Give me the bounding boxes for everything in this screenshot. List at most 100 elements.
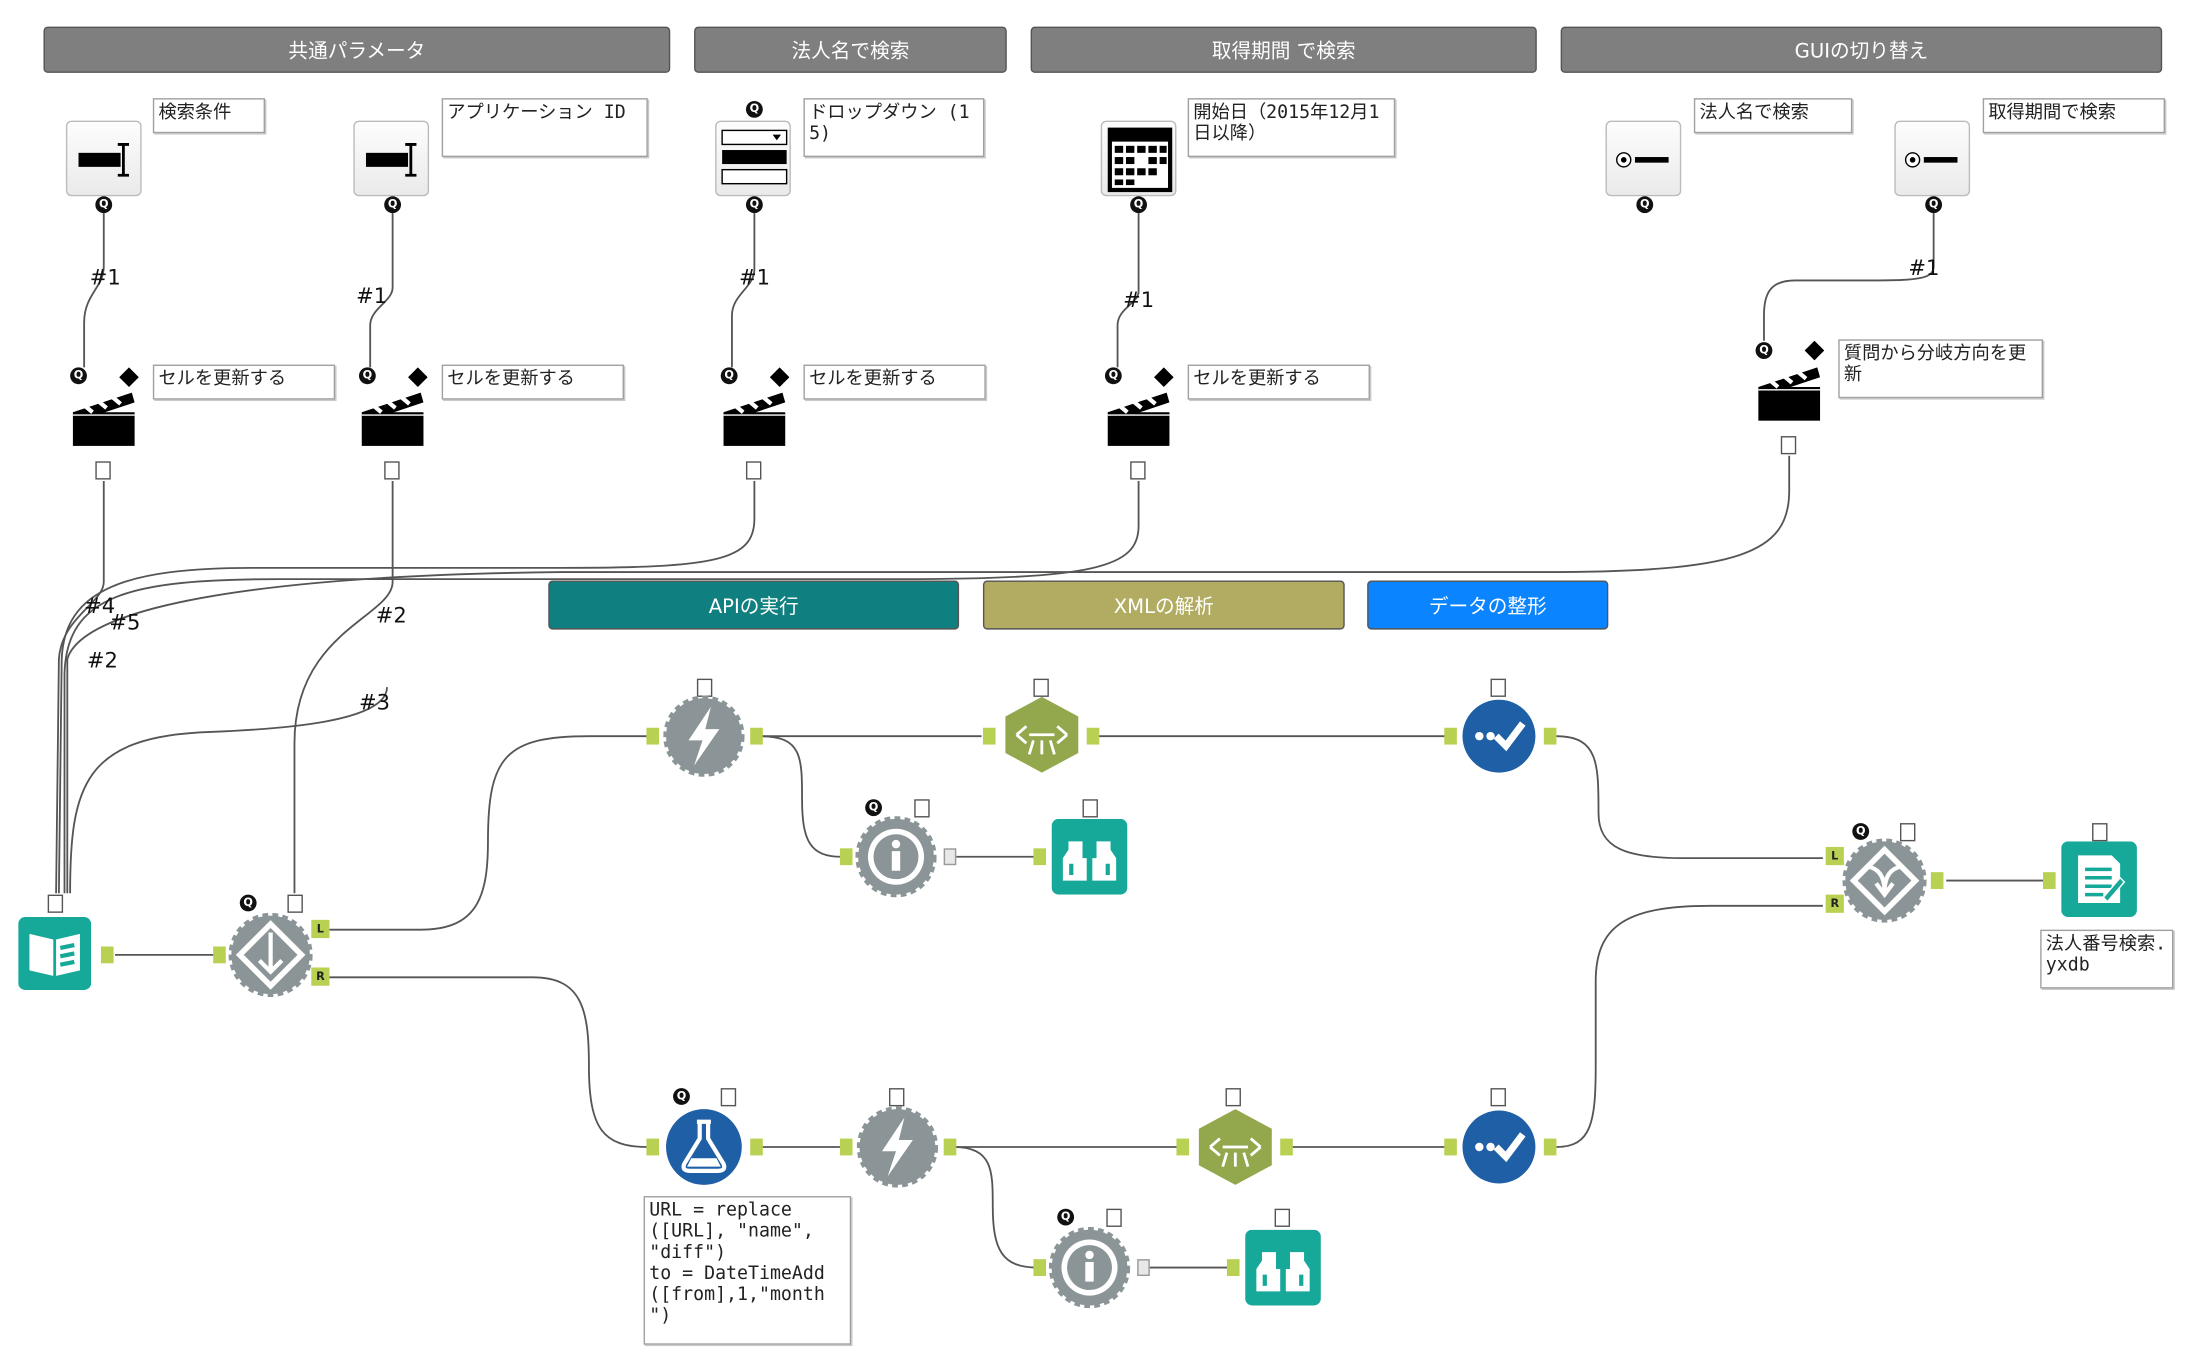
radio-icon xyxy=(1616,152,1669,168)
bolt-anchor[interactable] xyxy=(384,461,400,480)
output-anchor[interactable] xyxy=(1086,727,1100,745)
input-anchor[interactable] xyxy=(839,1138,853,1156)
bolt-anchor[interactable] xyxy=(914,799,930,818)
question-anchor[interactable]: Q xyxy=(673,1088,690,1105)
textbox-tool-search-condition[interactable] xyxy=(65,120,142,197)
question-anchor[interactable]: Q xyxy=(95,196,113,214)
input-anchor[interactable] xyxy=(982,727,996,745)
output-anchor[interactable] xyxy=(1543,727,1557,745)
question-anchor[interactable]: Q xyxy=(239,894,257,912)
bolt-anchor[interactable] xyxy=(1490,1088,1506,1107)
bolt-anchor[interactable] xyxy=(95,461,111,480)
header-search-by-name[interactable]: 法人名で検索 xyxy=(694,26,1007,73)
question-anchor[interactable]: Q xyxy=(745,196,763,214)
false-anchor[interactable]: R xyxy=(311,967,330,986)
bolt-anchor[interactable] xyxy=(47,894,64,913)
bolt-anchor[interactable] xyxy=(888,1088,905,1107)
bolt-anchor[interactable] xyxy=(287,894,303,913)
question-anchor[interactable]: Q xyxy=(1636,196,1654,214)
output-anchor[interactable] xyxy=(1543,1138,1557,1156)
question-anchor[interactable]: Q xyxy=(865,799,882,817)
annotation-dropdown: ドロップダウン (15) xyxy=(803,98,985,158)
bolt-anchor[interactable] xyxy=(745,461,762,480)
lightning-icon xyxy=(663,695,745,777)
output-anchor[interactable] xyxy=(943,848,957,866)
question-anchor[interactable]: Q xyxy=(384,196,402,214)
wire-date-to-action xyxy=(1116,213,1140,368)
output-file-icon xyxy=(2061,841,2137,918)
bolt-anchor[interactable] xyxy=(1780,436,1797,455)
connection-label: #1 xyxy=(356,283,388,309)
annotation-output-file: 法人番号検索.yxdb xyxy=(2040,929,2174,989)
union-right-anchor[interactable]: R xyxy=(1825,894,1844,913)
question-anchor[interactable]: Q xyxy=(720,367,738,385)
radio-tool-by-name[interactable] xyxy=(1605,120,1682,197)
container-data-shape[interactable]: データの整形 xyxy=(1367,580,1609,630)
bolt-anchor[interactable] xyxy=(1225,1088,1241,1107)
output-anchor[interactable] xyxy=(1280,1138,1293,1156)
annotation-update-cell-2: セルを更新する xyxy=(441,364,624,400)
diamond-icon xyxy=(1804,340,1825,361)
input-anchor[interactable] xyxy=(1033,848,1047,866)
bolt-anchor[interactable] xyxy=(1130,461,1146,480)
annotation-update-branch: 質問から分岐方向を更新 xyxy=(1838,339,2044,399)
radio-tool-by-period[interactable] xyxy=(1894,120,1971,197)
question-anchor[interactable]: Q xyxy=(70,367,87,385)
question-anchor[interactable]: Q xyxy=(1925,196,1943,214)
wire-filter-R xyxy=(329,976,648,1148)
output-anchor[interactable] xyxy=(750,727,763,745)
input-anchor[interactable] xyxy=(1444,1138,1457,1156)
question-anchor[interactable]: Q xyxy=(1755,342,1773,359)
header-search-by-period[interactable]: 取得期間 で検索 xyxy=(1030,26,1537,73)
output-anchor[interactable] xyxy=(1137,1259,1150,1277)
wire-radio-to-branch xyxy=(1763,213,1935,341)
textbox-tool-application-id[interactable] xyxy=(353,120,430,197)
question-anchor[interactable]: Q xyxy=(1057,1208,1075,1226)
header-gui-switch[interactable]: GUIの切り替え xyxy=(1560,26,2163,73)
union-left-anchor[interactable]: L xyxy=(1825,846,1844,866)
clapperboard-icon xyxy=(723,392,786,446)
question-anchor[interactable]: Q xyxy=(1104,367,1122,385)
connection-label: #1 xyxy=(1908,255,1940,281)
question-anchor[interactable]: Q xyxy=(358,367,376,385)
question-anchor[interactable]: Q xyxy=(745,100,763,118)
question-anchor[interactable]: Q xyxy=(1852,823,1870,840)
dropdown-tool[interactable] xyxy=(715,120,791,197)
xml-parse-icon xyxy=(1005,696,1079,773)
output-anchor[interactable] xyxy=(100,946,114,964)
container-api-exec[interactable]: APIの実行 xyxy=(548,580,960,630)
header-common-params[interactable]: 共通パラメータ xyxy=(43,26,671,73)
bolt-anchor[interactable] xyxy=(1899,823,1916,842)
annotation-search-condition: 検索条件 xyxy=(152,98,266,134)
input-anchor[interactable] xyxy=(213,946,226,964)
output-anchor[interactable] xyxy=(1930,872,1944,889)
input-anchor[interactable] xyxy=(1176,1138,1190,1156)
input-anchor[interactable] xyxy=(1226,1259,1240,1277)
bolt-anchor[interactable] xyxy=(1490,678,1506,697)
true-anchor[interactable]: L xyxy=(311,919,330,939)
input-anchor[interactable] xyxy=(1033,1259,1047,1277)
input-anchor[interactable] xyxy=(839,848,853,866)
bolt-anchor[interactable] xyxy=(1106,1208,1122,1227)
input-anchor[interactable] xyxy=(646,1138,660,1156)
input-anchor[interactable] xyxy=(1444,727,1457,745)
bolt-anchor[interactable] xyxy=(1274,1208,1291,1227)
bolt-anchor[interactable] xyxy=(1033,678,1049,697)
date-tool[interactable] xyxy=(1100,120,1177,197)
output-anchor[interactable] xyxy=(943,1138,957,1156)
container-xml-parse[interactable]: XMLの解析 xyxy=(982,580,1345,630)
output-anchor[interactable] xyxy=(750,1138,763,1156)
input-anchor[interactable] xyxy=(646,727,660,745)
clapperboard-icon xyxy=(1107,392,1170,446)
bolt-anchor[interactable] xyxy=(2092,823,2108,842)
bolt-anchor[interactable] xyxy=(696,678,713,697)
checkmark-icon xyxy=(1462,699,1536,773)
annotation-start-date: 開始日（2015年12月1日以降） xyxy=(1187,98,1396,158)
bolt-anchor[interactable] xyxy=(720,1088,737,1107)
binoculars-icon xyxy=(1245,1229,1321,1306)
bolt-anchor[interactable] xyxy=(1082,799,1098,818)
clapperboard-icon xyxy=(1758,367,1821,421)
input-anchor[interactable] xyxy=(2043,872,2056,889)
question-anchor[interactable]: Q xyxy=(1130,196,1147,214)
